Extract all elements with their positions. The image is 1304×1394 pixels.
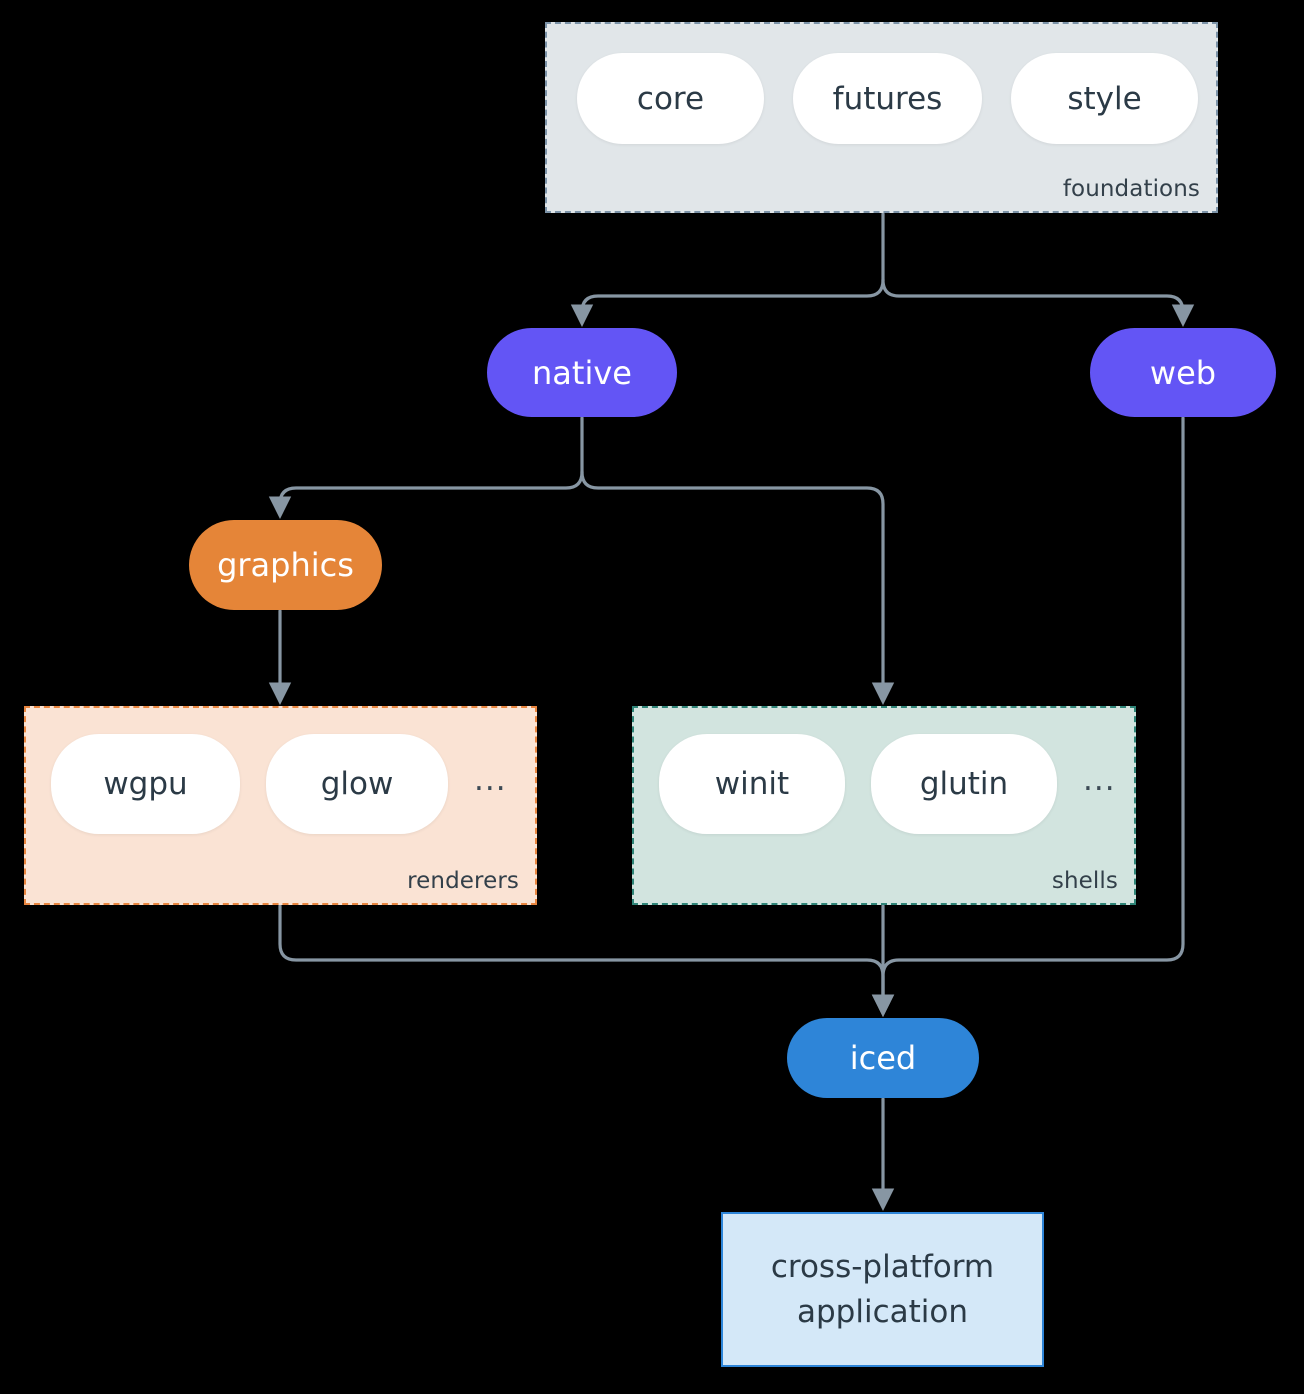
group-renderers: wgpu glow ... renderers: [24, 706, 537, 905]
edge-foundations-to-native: [570, 278, 885, 327]
application-line-2: application: [797, 1293, 968, 1330]
node-iced[interactable]: iced: [787, 1018, 979, 1098]
leaf-style[interactable]: style: [1011, 53, 1198, 144]
group-label-renderers: renderers: [407, 868, 519, 894]
shells-ellipsis: ...: [1083, 762, 1116, 798]
foundations-items: core futures style: [577, 53, 1198, 144]
edge-native-to-shells: [580, 470, 895, 705]
application-line-1: cross-platform: [770, 1249, 995, 1286]
edge-foundations-to-web: [881, 278, 1195, 327]
shells-items: winit glutin ...: [659, 734, 1116, 834]
leaf-core[interactable]: core: [577, 53, 764, 144]
leaf-futures[interactable]: futures: [793, 53, 982, 144]
leaf-glow[interactable]: glow: [266, 734, 448, 834]
group-label-foundations: foundations: [1062, 176, 1200, 202]
leaf-wgpu[interactable]: wgpu: [51, 734, 240, 834]
leaf-glutin[interactable]: glutin: [871, 734, 1057, 834]
group-label-shells: shells: [1051, 868, 1118, 894]
renderers-items: wgpu glow ...: [51, 734, 507, 834]
renderers-ellipsis: ...: [474, 762, 507, 798]
node-web[interactable]: web: [1090, 328, 1276, 417]
node-graphics[interactable]: graphics: [189, 520, 382, 610]
group-foundations: core futures style foundations: [545, 22, 1218, 213]
group-shells: winit glutin ... shells: [632, 706, 1136, 905]
node-cross-platform-application[interactable]: cross-platform application: [721, 1212, 1044, 1367]
edge-native-to-graphics: [268, 470, 584, 519]
edge-renderers-to-iced: [278, 904, 895, 1017]
leaf-winit[interactable]: winit: [659, 734, 845, 834]
node-native[interactable]: native: [487, 328, 677, 417]
